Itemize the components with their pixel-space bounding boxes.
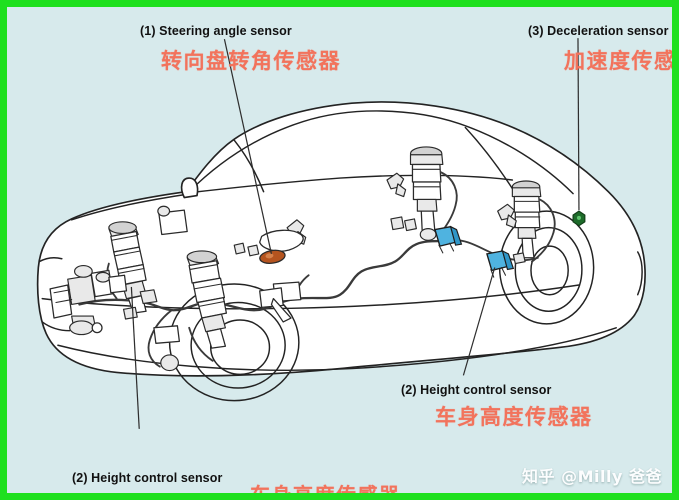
height-control-sensor-rear[interactable] [486, 249, 515, 278]
label-bottom-left-en: (2) Height control sensor (3) Decelerati… [72, 441, 223, 493]
rear-right-air-spring [511, 180, 556, 263]
label-deceleration-top-en: (3) Deceleration sensor [528, 24, 669, 38]
label-bottom-left-cn-line1: 车身高度传感器 [250, 483, 401, 500]
label-bottom-left-cn: 车身高度传感器 加速度传感器 [250, 437, 401, 500]
leader-height-control-right [462, 267, 496, 376]
leader-deceleration-top [577, 38, 580, 211]
height-control-sensor-front[interactable] [434, 225, 463, 254]
label-steering-angle-en: (1) Steering angle sensor [140, 24, 292, 38]
label-bottom-left-en-line1: (2) Height control sensor [72, 470, 223, 485]
air-compressor-assembly [49, 264, 128, 336]
rear-wheel [498, 210, 595, 325]
watermark: 知乎 @Milly 爸爸 [522, 467, 662, 486]
diagram-stage: .bd{fill:#ffffff;stroke:#232323;stroke-w… [7, 7, 672, 493]
front-right-air-strut [186, 250, 228, 349]
car-suspension-illustration: .bd{fill:#ffffff;stroke:#232323;stroke-w… [36, 38, 646, 429]
leader-lines [130, 38, 580, 429]
deceleration-sensor[interactable] [572, 210, 586, 227]
label-height-control-right-cn: 车身高度传感器 [435, 405, 593, 429]
mounting-brackets [122, 172, 526, 372]
label-steering-angle-cn: 转向盘转角传感器 [161, 49, 341, 73]
leader-steering-angle [223, 38, 273, 255]
rear-left-air-spring [409, 146, 458, 241]
label-deceleration-top-cn: 加速度传感器 [564, 49, 677, 73]
steering-angle-sensor[interactable] [259, 249, 286, 265]
label-height-control-right-en: (2) Height control sensor [401, 383, 552, 397]
leader-bottom-left [130, 286, 140, 429]
